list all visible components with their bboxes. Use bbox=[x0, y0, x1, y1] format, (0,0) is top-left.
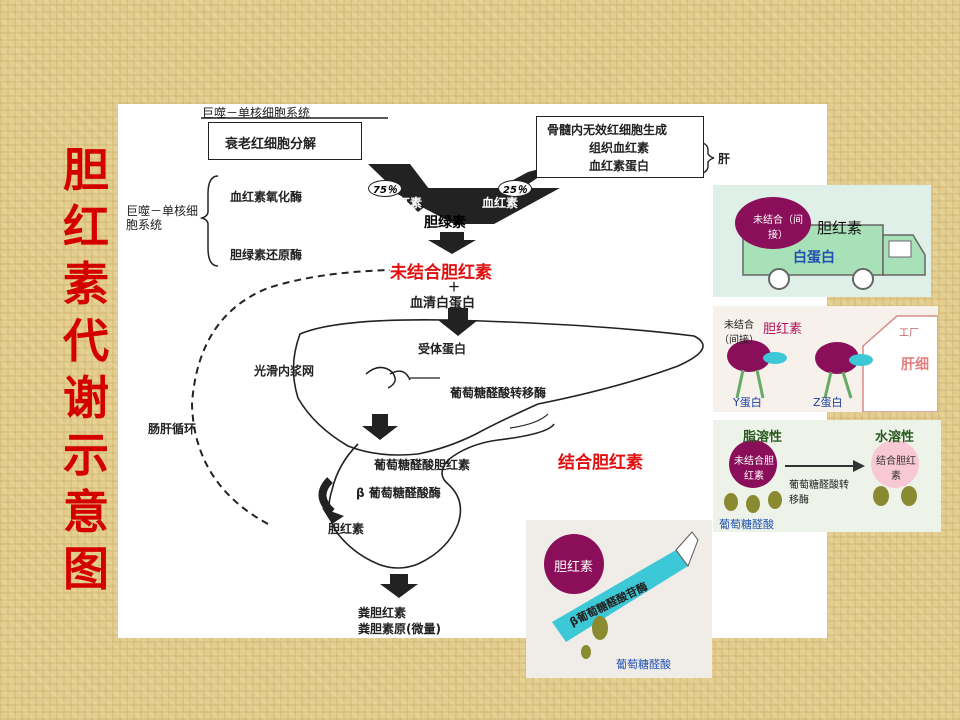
pct-right-badge: 25％ bbox=[498, 180, 532, 197]
liver-short-label: 肝 bbox=[718, 152, 731, 166]
z-protein-label: Z蛋白 bbox=[813, 396, 843, 409]
bone-marrow-box: 骨髓内无效红细胞生成 组织血红素 血红素蛋白 bbox=[536, 116, 704, 178]
slide-title: 胆红素代谢示意图 bbox=[63, 143, 109, 596]
water-soluble-label: 水溶性 bbox=[875, 430, 915, 445]
biliverdin-label: 胆绿素 bbox=[424, 215, 466, 231]
glucuronyl-transferase-label: 葡萄糖醛酸转移酶 bbox=[450, 386, 547, 400]
plus-sign: ＋ bbox=[448, 280, 461, 294]
solubility-glucuronic-label: 葡萄糖醛酸 bbox=[719, 518, 774, 531]
truck-illustration bbox=[735, 197, 926, 290]
solubility-enzyme-label: 葡萄糖醛酸转移酶 bbox=[789, 480, 849, 506]
beta-glucuronidase-label: β 葡萄糖醛酸酶 bbox=[356, 486, 441, 500]
urobilinogen-label: 粪胆素原(微量) bbox=[358, 622, 441, 636]
rbc-breakdown-label: 衰老红细胞分解 bbox=[225, 137, 317, 152]
enzyme-glucuronic-label: 葡萄糖醛酸 bbox=[616, 658, 671, 671]
biliverdin-reductase-label: 胆绿素还原酶 bbox=[230, 248, 303, 262]
enzyme-illustration bbox=[544, 531, 699, 659]
factory-bilirubin-label: 胆红素 bbox=[763, 322, 803, 337]
truck-albumin-label: 白蛋白 bbox=[793, 250, 835, 266]
solubility-illustration bbox=[724, 440, 919, 513]
solubility-conjugated-label: 结合胆红素 bbox=[876, 456, 916, 482]
y-protein-label: Y蛋白 bbox=[733, 396, 762, 409]
fat-soluble-label: 脂溶性 bbox=[743, 430, 783, 445]
factory-liver-label: 肝细 bbox=[901, 357, 929, 373]
bone-marrow-label: 骨髓内无效红细胞生成 bbox=[547, 123, 668, 137]
metabolism-diagram: 巨噬－单核细胞系统 衰老红细胞分解 骨髓内无效红细胞生成 组织血红素 血红素蛋白… bbox=[118, 104, 827, 638]
heme-right-label: 血红素 bbox=[482, 196, 519, 210]
heme-left-label: 血红素 bbox=[386, 196, 423, 210]
factory-sign-label: 工厂 bbox=[899, 328, 919, 339]
receptor-protein-label: 受体蛋白 bbox=[418, 342, 467, 356]
ser-label: 光滑内浆网 bbox=[254, 364, 315, 378]
bilirubin-label: 胆红素 bbox=[328, 522, 365, 536]
truck-cargo-label: 未结合（间接） bbox=[753, 215, 803, 241]
pct-left-badge: 75％ bbox=[368, 180, 402, 197]
conjugated-bilirubin-label: 结合胆红素 bbox=[558, 453, 643, 473]
macrophage-system-label: 巨噬－单核细胞系统 bbox=[126, 204, 199, 232]
factory-unconjugated-label: 未结合（间接） bbox=[719, 320, 759, 346]
truck-bilirubin-label: 胆红素 bbox=[817, 219, 863, 237]
factory-illustration bbox=[727, 315, 938, 412]
factory-inset: 未结合（间接） 胆红素 工厂 肝细 Y蛋白 Z蛋白 bbox=[713, 306, 938, 412]
truck-inset: 未结合（间接） 胆红素 白蛋白 bbox=[713, 185, 931, 297]
header-macrophage: 巨噬－单核细胞系统 bbox=[202, 106, 311, 120]
solubility-inset: 脂溶性 水溶性 未结合胆红素 结合胆红素 葡萄糖醛酸转移酶 葡萄糖醛酸 bbox=[713, 420, 941, 532]
rbc-breakdown-box: 衰老红细胞分解 bbox=[208, 122, 362, 160]
bilirubin-glucuronide-label: 葡萄糖醛酸胆红素 bbox=[374, 458, 471, 472]
heme-oxygenase-label: 血红素氧化酶 bbox=[230, 190, 303, 204]
solubility-unconjugated-label: 未结合胆红素 bbox=[734, 456, 774, 482]
serum-albumin-label: 血清白蛋白 bbox=[410, 296, 476, 311]
hemoprotein-label: 血红素蛋白 bbox=[589, 159, 650, 173]
tissue-heme-label: 组织血红素 bbox=[589, 141, 650, 155]
enzyme-inset: 胆红素 β葡萄糖醛酸苷酶 葡萄糖醛酸 bbox=[526, 520, 712, 678]
enzyme-bilirubin-label: 胆红素 bbox=[554, 560, 594, 575]
enterohepatic-label: 肠肝循环 bbox=[148, 422, 197, 436]
unconjugated-bilirubin-label: 未结合胆红素 bbox=[390, 263, 492, 283]
fecal-bilirubin-label: 粪胆红素 bbox=[358, 606, 407, 620]
